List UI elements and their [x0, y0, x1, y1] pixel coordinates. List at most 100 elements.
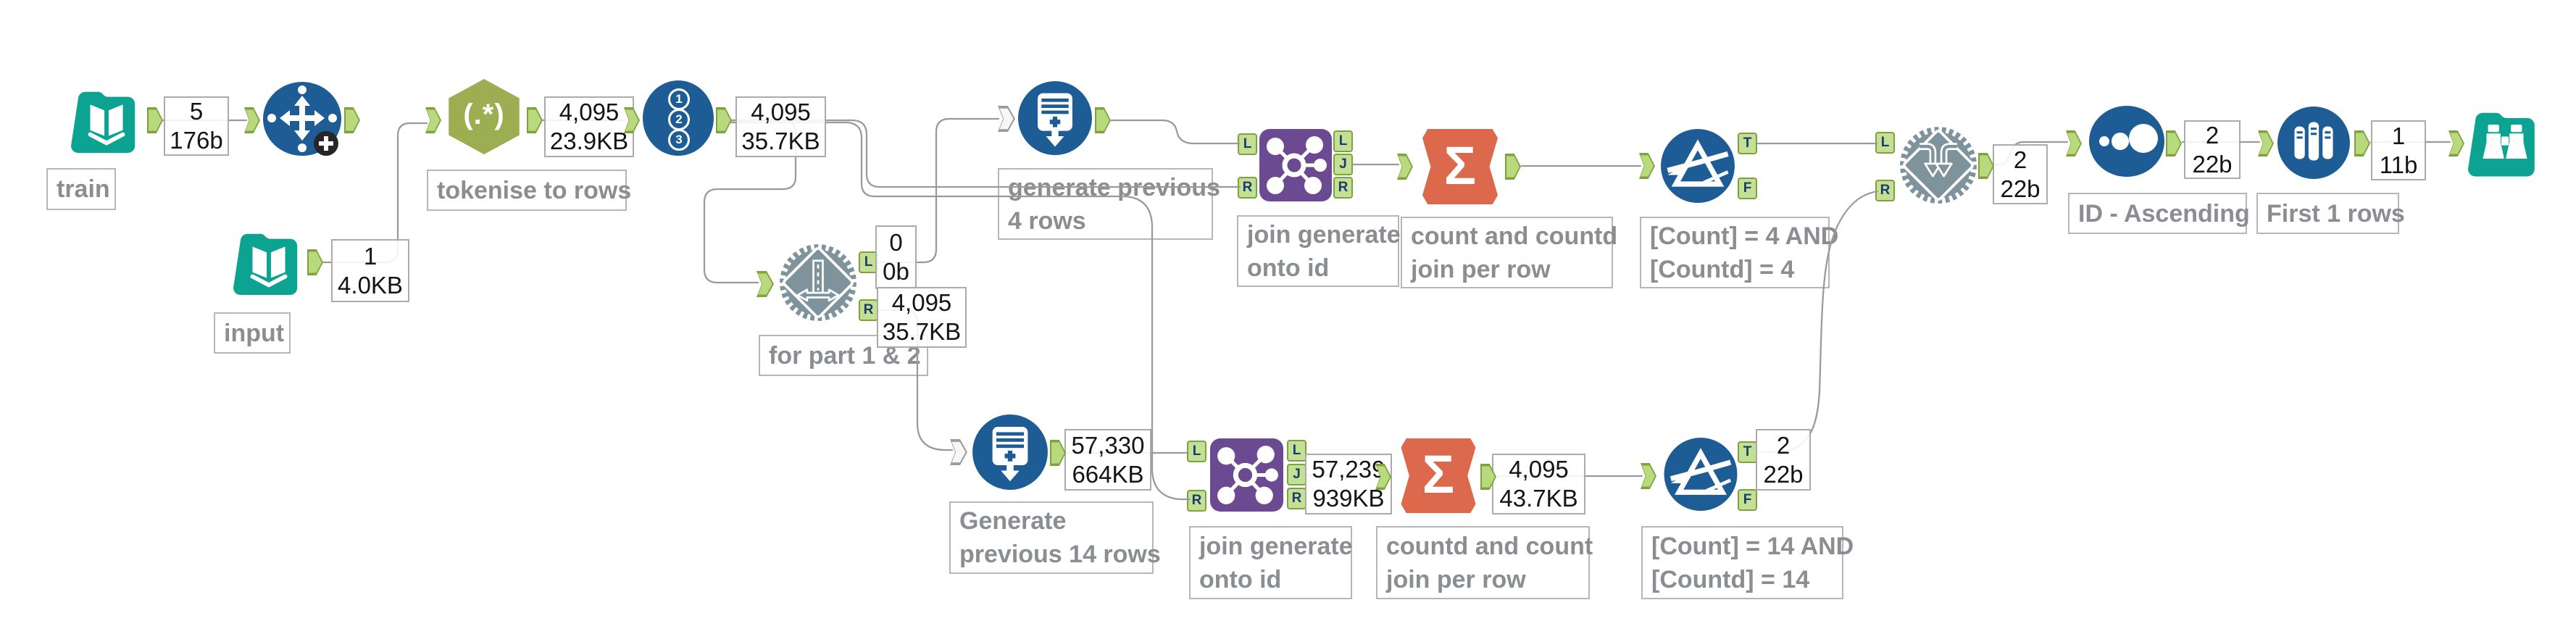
anchor-filter-14-input[interactable]	[1641, 463, 1656, 489]
anchor-filter-4-F-output[interactable]: F	[1738, 178, 1757, 199]
anchor-generate-4-input[interactable]	[998, 106, 1015, 132]
anchor-input-output[interactable]	[307, 249, 323, 275]
sample-tool[interactable]	[2275, 106, 2352, 180]
anchor-join-14-R-output[interactable]: R	[1287, 488, 1306, 509]
anchor-record-id-input[interactable]	[624, 107, 640, 133]
generate-rows-icon	[972, 414, 1048, 490]
record-id-tool[interactable]: 1 2 3	[642, 80, 714, 157]
open-book-icon	[233, 233, 298, 296]
generate-rows-icon	[1018, 81, 1092, 155]
label-train[interactable]: train	[46, 168, 116, 210]
anchor-union-R-input[interactable]: R	[1875, 180, 1895, 201]
label-tokenise[interactable]: tokenise to rows	[427, 170, 631, 211]
generate-rows-tool-14[interactable]	[972, 413, 1049, 491]
anchor-sample-output[interactable]	[2354, 130, 2370, 157]
open-book-icon	[71, 91, 136, 154]
hexagon-icon	[449, 79, 520, 154]
union-macro-tool[interactable]	[1896, 126, 1981, 204]
anchor-filter-4-input[interactable]	[1639, 153, 1655, 179]
anchor-arrange-input[interactable]	[244, 107, 260, 133]
anchor-arrange-output[interactable]	[344, 107, 360, 133]
anchor-join-14-L-output[interactable]: L	[1287, 440, 1306, 462]
anchor-for-part-input[interactable]	[756, 271, 774, 297]
join-tool-14[interactable]	[1208, 438, 1285, 512]
anchor-browse-input[interactable]	[2448, 130, 2464, 157]
anchor-for-part-R-output[interactable]: R	[859, 299, 878, 321]
anchor-sort-output[interactable]	[2166, 130, 2182, 157]
label-sort[interactable]: ID - Ascending	[2068, 193, 2250, 234]
sigma-banner-icon	[1422, 129, 1498, 204]
four-way-arrows-tool[interactable]	[262, 81, 342, 157]
anchor-filter-4-T-output[interactable]: T	[1738, 133, 1757, 154]
anchor-generate-14-output[interactable]	[1050, 440, 1066, 466]
label-filter-14[interactable]: [Count] = 14 AND[Countd] = 14	[1641, 526, 1854, 599]
anchor-summarize-4-output[interactable]	[1505, 154, 1521, 180]
label-input[interactable]: input	[214, 312, 291, 354]
input-data-tool-train[interactable]	[71, 83, 142, 154]
filter-funnel-icon	[1661, 129, 1735, 203]
regex-glyph: (.*)	[463, 98, 505, 130]
sort-tool[interactable]	[2088, 105, 2165, 178]
binoculars-icon	[2468, 112, 2535, 177]
anchor-sample-input[interactable]	[2258, 130, 2274, 157]
anchor-join-14-J-output[interactable]: J	[1287, 464, 1306, 485]
anchor-summarize-14-output[interactable]	[1480, 464, 1496, 490]
anchor-join-4-L-output[interactable]: L	[1333, 130, 1353, 152]
filter-tool-4[interactable]	[1659, 128, 1736, 204]
anchor-tokenise-output[interactable]	[527, 107, 543, 133]
anchor-tokenise-input[interactable]	[425, 107, 441, 133]
sigma-banner-icon	[1401, 438, 1476, 513]
filter-funnel-icon	[1664, 438, 1738, 511]
label-filter-4[interactable]: [Count] = 4 AND[Countd] = 4	[1640, 217, 1838, 288]
anchor-join-14-R-input[interactable]: R	[1187, 490, 1206, 512]
join-network-icon	[1259, 129, 1332, 201]
anchor-join-14-L-input[interactable]: L	[1187, 441, 1206, 462]
anchor-generate-14-input[interactable]	[950, 439, 967, 465]
anchor-join-4-L-input[interactable]: L	[1238, 133, 1257, 155]
join-tool-4[interactable]	[1259, 129, 1332, 201]
anchor-summarize-4-input[interactable]	[1397, 154, 1413, 180]
record-id-digit-2: 2	[668, 109, 690, 130]
anchor-filter-14-T-output[interactable]: T	[1738, 441, 1757, 463]
summarize-tool-4[interactable]: Σ	[1417, 129, 1503, 204]
macro-tool-for-part[interactable]	[778, 243, 859, 322]
filter-tool-14[interactable]	[1662, 437, 1740, 512]
anchor-union-L-input[interactable]: L	[1875, 132, 1895, 154]
anchor-join-4-R-input[interactable]: R	[1238, 177, 1257, 199]
sigma-glyph: Σ	[1422, 444, 1455, 504]
input-data-tool-input[interactable]	[233, 225, 304, 296]
anchor-filter-14-F-output[interactable]: F	[1738, 489, 1757, 511]
anchor-join-4-J-output[interactable]: J	[1333, 154, 1353, 175]
anchor-train-output[interactable]	[147, 107, 163, 133]
anchor-sort-input[interactable]	[2066, 130, 2082, 157]
anchor-join-4-R-output[interactable]: R	[1333, 177, 1353, 199]
regex-tool[interactable]: (.*)	[443, 78, 525, 155]
browse-tool[interactable]	[2468, 104, 2542, 178]
anchor-summarize-14-input[interactable]	[1375, 464, 1391, 490]
anchor-record-id-output[interactable]	[716, 107, 732, 133]
dots-ascending-icon	[2089, 106, 2164, 177]
anchor-generate-4-output[interactable]	[1095, 107, 1111, 133]
label-sample[interactable]: First 1 rows	[2256, 193, 2405, 234]
anchor-union-output[interactable]	[1978, 153, 1994, 179]
generate-rows-tool-4[interactable]	[1017, 80, 1093, 157]
summarize-tool-14[interactable]: Σ	[1398, 438, 1479, 513]
